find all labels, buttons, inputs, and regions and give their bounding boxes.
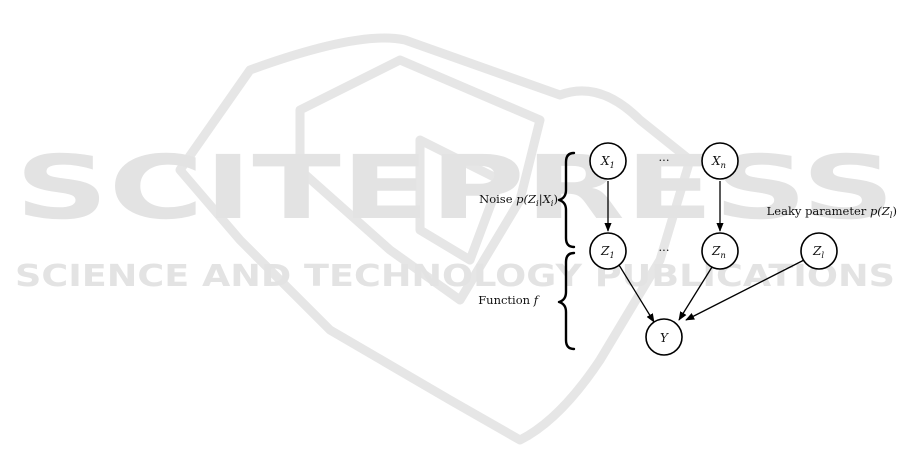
- node-zl: Zl: [801, 233, 837, 269]
- function-label: Function f: [478, 293, 540, 307]
- ellipsis-top: ···: [659, 153, 670, 167]
- watermark-subtitle: SCIENCE AND TECHNOLOGY PUBLICATIONS: [15, 259, 895, 294]
- node-y: Y: [646, 319, 682, 355]
- node-zn: Zn: [702, 233, 738, 269]
- svg-text:Y: Y: [660, 331, 669, 345]
- watermark-title: SCITEPRESS: [15, 136, 895, 239]
- node-xn: Xn: [702, 143, 738, 179]
- ellipsis-middle: ···: [659, 243, 670, 257]
- node-x1: X1: [590, 143, 626, 179]
- node-z1: Z1: [590, 233, 626, 269]
